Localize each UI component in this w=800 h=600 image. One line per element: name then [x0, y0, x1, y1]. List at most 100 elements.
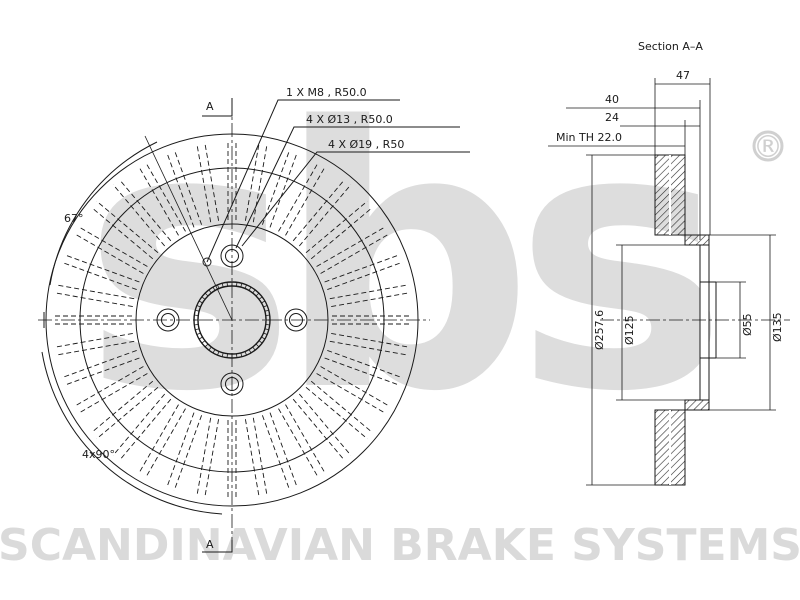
vane-edge: [285, 165, 326, 236]
vane-edge: [285, 404, 326, 475]
vane-edge: [331, 292, 411, 308]
watermark: sbs ® SCANDINAVIAN BRAKE SYSTEMS: [0, 51, 800, 571]
serration-tooth: [201, 340, 206, 344]
vent-angle-arc: [49, 141, 158, 286]
serration-tooth: [240, 352, 243, 357]
section-hat-body: [699, 244, 710, 401]
serration-tooth: [264, 328, 269, 331]
vane-edge: [261, 149, 291, 225]
serration-tooth: [248, 286, 252, 291]
serration-tooth: [244, 284, 247, 289]
serration-tooth: [252, 289, 256, 294]
serration-tooth: [255, 292, 260, 297]
m8-thread-hole: [202, 257, 212, 267]
serration-tooth: [208, 346, 212, 351]
vane-edge: [196, 143, 212, 223]
serration-tooth: [221, 352, 224, 357]
serration-tooth: [194, 324, 199, 326]
serration-tooth: [236, 353, 238, 358]
vane-edge: [320, 366, 391, 407]
dim-dia-135: Ø135: [771, 312, 784, 342]
vane-edge: [96, 386, 159, 440]
registered-mark-ring: [752, 130, 784, 162]
bore-serration: [194, 282, 270, 358]
vane-edge: [112, 184, 166, 247]
dim-dia-125: Ø125: [623, 315, 636, 345]
cut-marker-top-bracket: [202, 98, 233, 117]
vane-edge: [324, 254, 400, 283]
serration-tooth: [252, 346, 256, 351]
vane-edge: [329, 340, 409, 356]
vane-edge: [166, 412, 195, 488]
vane-edge: [244, 141, 260, 221]
cut-marker-bottom: A: [206, 538, 214, 551]
vane-edge: [269, 152, 298, 228]
vane-edge: [138, 165, 179, 236]
section-hat-top: [684, 234, 710, 246]
vane-edge: [61, 349, 137, 379]
vane-edge: [145, 161, 186, 232]
dim-min-th: Min TH 22.0: [556, 131, 622, 144]
vane-edge: [64, 357, 140, 386]
serration-tooth: [217, 284, 220, 289]
vane-edge: [77, 226, 148, 267]
section-hat-bottom: [684, 399, 710, 411]
leader-holes13: [235, 126, 460, 249]
vane-edge: [278, 161, 319, 232]
section-labels: Section A–A 47 40 24 Min TH 22.0 Ø257.6 …: [556, 40, 784, 350]
leader-m8: [206, 99, 400, 263]
vane-edge: [329, 284, 409, 300]
dim-40: 40: [605, 93, 619, 106]
serration-tooth: [264, 309, 269, 312]
bolt-angle-label: 4x90°: [82, 448, 115, 461]
serration-tooth: [212, 349, 216, 354]
vane-edge: [91, 207, 154, 260]
vane-edge: [145, 408, 186, 479]
vane-edge: [310, 380, 373, 433]
vane-edge: [119, 179, 172, 242]
serration-tooth: [265, 314, 270, 316]
vane-edge: [292, 179, 345, 242]
serration-tooth: [255, 343, 260, 348]
serration-tooth: [226, 282, 228, 287]
callout-m8: 1 X M8 , R50.0: [286, 86, 367, 99]
dim-24: 24: [605, 111, 619, 124]
vane-edge: [252, 143, 268, 223]
vane-edge: [138, 404, 179, 475]
vane-edge: [73, 366, 144, 407]
vane-edge: [327, 261, 403, 291]
vane-edge: [278, 408, 319, 479]
callout-holes19: 4 X Ø19 , R50: [328, 138, 404, 151]
vane-edge: [73, 233, 144, 274]
vane-edge: [61, 261, 137, 291]
section-view: [600, 154, 790, 486]
section-title: Section A–A: [638, 40, 703, 53]
vane-edge: [269, 412, 298, 488]
vane-edge: [298, 184, 352, 247]
serration-tooth: [195, 309, 200, 312]
front-view-labels: A A 1 X M8 , R50.0 4 X Ø13 , R50.0 4 X Ø…: [64, 86, 404, 551]
vane-edge: [64, 254, 140, 283]
serration-tooth: [204, 343, 209, 348]
serration-tooth: [248, 349, 252, 354]
cut-marker-top: A: [206, 100, 214, 113]
registered-mark: ®: [753, 130, 783, 165]
vane-edge: [310, 207, 373, 260]
bolt-angle-arc: [41, 351, 223, 515]
vane-edge: [173, 415, 203, 491]
serration-tooth: [265, 324, 270, 326]
dim-47: 47: [676, 69, 690, 82]
section-dimensions: [548, 78, 776, 486]
vane-edge: [244, 419, 260, 499]
serration-tooth: [198, 300, 203, 304]
serration-tooth: [240, 283, 243, 288]
vane-edge: [53, 332, 133, 348]
serration-tooth: [198, 336, 203, 340]
vane-edge: [204, 141, 220, 221]
serration-tooth: [258, 340, 263, 344]
vane-edge: [305, 386, 368, 440]
vane-edge: [316, 226, 387, 267]
vane-edge: [119, 398, 172, 461]
vane-edge: [320, 233, 391, 274]
dim-dia-257: Ø257.6: [593, 310, 606, 350]
